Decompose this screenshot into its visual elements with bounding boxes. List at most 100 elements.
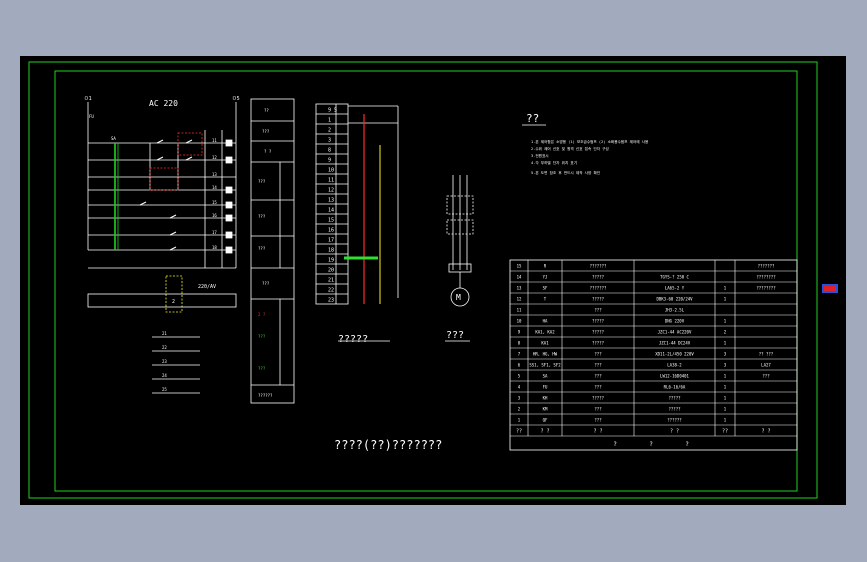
bom-cell-spec: JH3-2.5L xyxy=(665,308,685,313)
bom-footer-bottom-cell: ? xyxy=(649,441,653,448)
aux-contact-row: 22 xyxy=(152,345,200,352)
bom-footer-cell: ? ? xyxy=(593,429,602,435)
bom-cell-sym: YJ xyxy=(543,275,548,280)
bom-cell-no: 12 xyxy=(517,297,522,302)
function-table: ?? ??? ? ? ??? ??? ??? ??? ?????? 2 ? ??… xyxy=(250,98,295,404)
supply-left-label: ㅁ1 xyxy=(84,96,92,102)
bom-cell-note: ??? xyxy=(762,374,770,379)
bom-footer-bottom-cell: ? xyxy=(613,441,617,448)
terminal-number: 20 xyxy=(328,268,334,274)
bom-cell-spec: LA38-2 xyxy=(667,363,682,368)
bom-cell-no: 13 xyxy=(517,286,522,291)
bom-cell-name: ??? xyxy=(594,418,602,423)
bom-cell-no: 1 xyxy=(518,418,521,423)
side-tab-icon[interactable] xyxy=(822,284,838,293)
rung-label: 14 xyxy=(212,185,217,190)
bom-cell-spec: ?????? xyxy=(667,418,682,423)
bom-footer-cell: ?? xyxy=(722,429,728,435)
bom-cell-spec: ????? xyxy=(668,396,681,401)
function-cell: ??? xyxy=(262,281,270,286)
bom-cell-name: ??? xyxy=(594,363,602,368)
terminal-number: 13 xyxy=(328,198,334,204)
transformer-number-label: 2 xyxy=(172,299,175,305)
note-line: 3.전원표시 xyxy=(531,153,549,158)
bom-cell-name: ??? xyxy=(594,308,602,313)
bom-cell-qty: 1 xyxy=(724,297,727,302)
bom-cell-qty: 3 xyxy=(724,352,727,357)
terminal-number: 11 xyxy=(328,178,334,184)
bom-cell-name: ??? xyxy=(594,385,602,390)
terminal-number: 21 xyxy=(328,278,334,284)
bom-cell-qty: 1 xyxy=(724,396,727,401)
bom-cell-sym: R xyxy=(544,264,547,269)
supply-voltage-label: AC 220 xyxy=(149,99,178,108)
bom-cell-no: 9 xyxy=(518,330,521,335)
bom-cell-qty: 1 xyxy=(724,385,727,390)
function-cell: ?? xyxy=(264,108,269,113)
bom-cell-qty: 1 xyxy=(724,374,727,379)
bom-footer-cell: ? ? xyxy=(761,429,770,435)
motor-circuit: M ??? xyxy=(445,175,474,342)
bom-cell-name: ????? xyxy=(592,275,605,280)
bom-cell-qty: 1 xyxy=(724,407,727,412)
bom-cell-note: ???????? xyxy=(756,286,776,291)
terminal-number: 17 xyxy=(328,238,334,244)
bom-cell-no: 11 xyxy=(517,308,522,313)
svg-text:25: 25 xyxy=(162,387,167,392)
supply-right-label: ㅁ5 xyxy=(232,96,240,102)
bom-cell-spec: JZC1-44 AC220V xyxy=(658,330,692,335)
terminal-number: 19 xyxy=(328,258,334,264)
bom-cell-no: 2 xyxy=(518,407,521,412)
note-line: 1.본 제어함은 소방용 (1) 보조급수펌프 (2) 소화용수펌프 제어에 사… xyxy=(531,139,649,144)
terminal-number: 18 xyxy=(328,248,334,254)
bom-cell-no: 3 xyxy=(518,396,521,401)
terminal-number: 2 xyxy=(328,128,331,134)
aux-contact-row: 25 xyxy=(152,387,200,394)
bom-cell-spec: ????? xyxy=(668,407,681,412)
terminal-number: 9 5 xyxy=(328,108,337,114)
bom-cell-sym: SF xyxy=(543,286,548,291)
motor-symbol: M xyxy=(456,293,461,302)
bom-cell-sym: KH xyxy=(543,396,548,401)
bom-footer-cell: ?? xyxy=(516,429,522,435)
motor-title: ??? xyxy=(446,330,464,341)
bom-cell-qty: 1 xyxy=(724,341,727,346)
bom-cell-name: ????? xyxy=(592,297,605,302)
terminal-number: 12 xyxy=(328,188,334,194)
rung-label: 17 xyxy=(212,230,217,235)
bom-cell-sym: T xyxy=(544,297,547,302)
bom-cell-note: ?? ??? xyxy=(759,352,774,357)
bom-footer-cell: ? ? xyxy=(540,429,549,435)
bom-cell-spec: RL6-16/6A xyxy=(664,385,686,390)
switch-label: SA xyxy=(111,136,116,141)
terminal-strip-title: ????? xyxy=(338,334,368,345)
function-cell-marked: 2 ? xyxy=(258,312,266,317)
bom-cell-qty: 1 xyxy=(724,286,727,291)
aux-contact-row: 21 xyxy=(152,331,200,338)
bom-cell-spec: DNG 220V xyxy=(665,319,685,324)
terminal-number: 22 xyxy=(328,288,334,294)
function-cell: ??? xyxy=(258,214,266,219)
note-line: 4.각 부하별 단자 위치 표기 xyxy=(531,160,577,165)
bom-cell-sym: QF xyxy=(543,418,548,423)
bom-cell-sym: KA1 xyxy=(541,341,549,346)
bom-cell-no: 15 xyxy=(517,264,522,269)
svg-text:22: 22 xyxy=(162,345,167,350)
function-cell: ??? xyxy=(262,129,270,134)
bom-cell-qty: 2 xyxy=(724,330,727,335)
bom-cell-spec: DBK3-60 220/24V xyxy=(656,297,693,302)
bom-footer-bottom-cell: ? xyxy=(685,441,689,448)
bom-cell-sym: SA xyxy=(543,374,548,379)
bom-cell-qty: 1 xyxy=(724,418,727,423)
bom-cell-name: ????? xyxy=(592,341,605,346)
bom-cell-no: 6 xyxy=(518,363,521,368)
bom-cell-no: 4 xyxy=(518,385,521,390)
rung-label: 15 xyxy=(212,200,217,205)
bom-cell-sym: FU xyxy=(543,385,548,390)
bom-cell-name: ????? xyxy=(592,330,605,335)
bom-cell-no: 7 xyxy=(518,352,521,357)
outer-frame xyxy=(28,61,818,499)
